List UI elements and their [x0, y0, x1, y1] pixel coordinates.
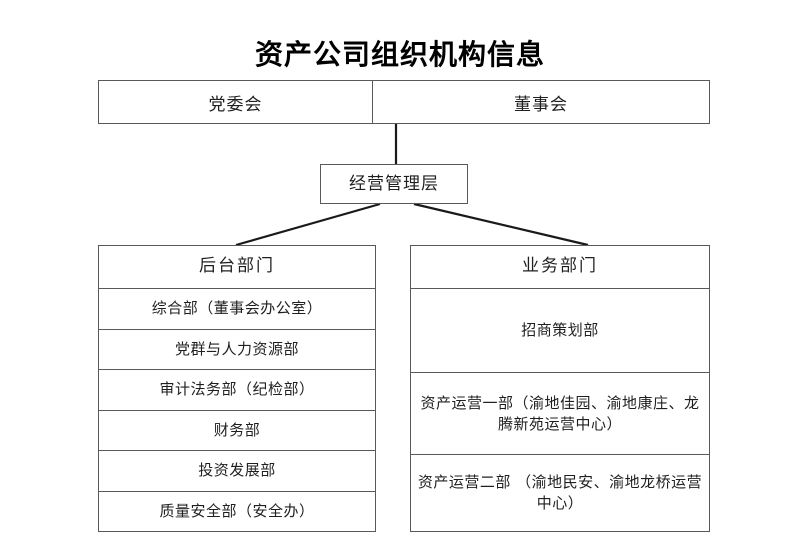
back-office-item-3[interactable]: 财务部	[99, 411, 375, 451]
back-office-item-1[interactable]: 党群与人力资源部	[99, 330, 375, 370]
business-header: 业务部门	[411, 246, 709, 289]
back-office-item-2[interactable]: 审计法务部（纪检部）	[99, 370, 375, 411]
node-board-of-directors[interactable]: 董事会	[514, 94, 568, 115]
business-item-2[interactable]: 资产运营二部 （渝地民安、渝地龙桥运营中心）	[417, 473, 703, 512]
back-office-item-4[interactable]: 投资发展部	[99, 451, 375, 492]
node-management-layer[interactable]: 经营管理层	[320, 164, 468, 204]
back-office-department-table: 后台部门 综合部（董事会办公室） 党群与人力资源部 审计法务部（纪检部） 财务部…	[98, 245, 376, 532]
business-item-0[interactable]: 招商策划部	[411, 289, 709, 373]
business-item-1[interactable]: 资产运营一部（渝地佳园、渝地康庄、龙腾新苑运营中心）	[411, 373, 709, 455]
connector-mgmt-to-business	[413, 202, 589, 247]
page-title: 资产公司组织机构信息	[254, 38, 545, 71]
back-office-item-5[interactable]: 质量安全部（安全办）	[159, 501, 315, 520]
top-level-row: 党委会 董事会	[98, 80, 710, 124]
back-office-header: 后台部门	[99, 246, 375, 289]
connector-mgmt-to-back-office	[235, 202, 381, 247]
business-department-table: 业务部门 招商策划部 资产运营一部（渝地佳园、渝地康庄、龙腾新苑运营中心） 资产…	[410, 245, 710, 532]
node-party-committee[interactable]: 党委会	[99, 81, 373, 123]
back-office-item-0[interactable]: 综合部（董事会办公室）	[99, 289, 375, 330]
